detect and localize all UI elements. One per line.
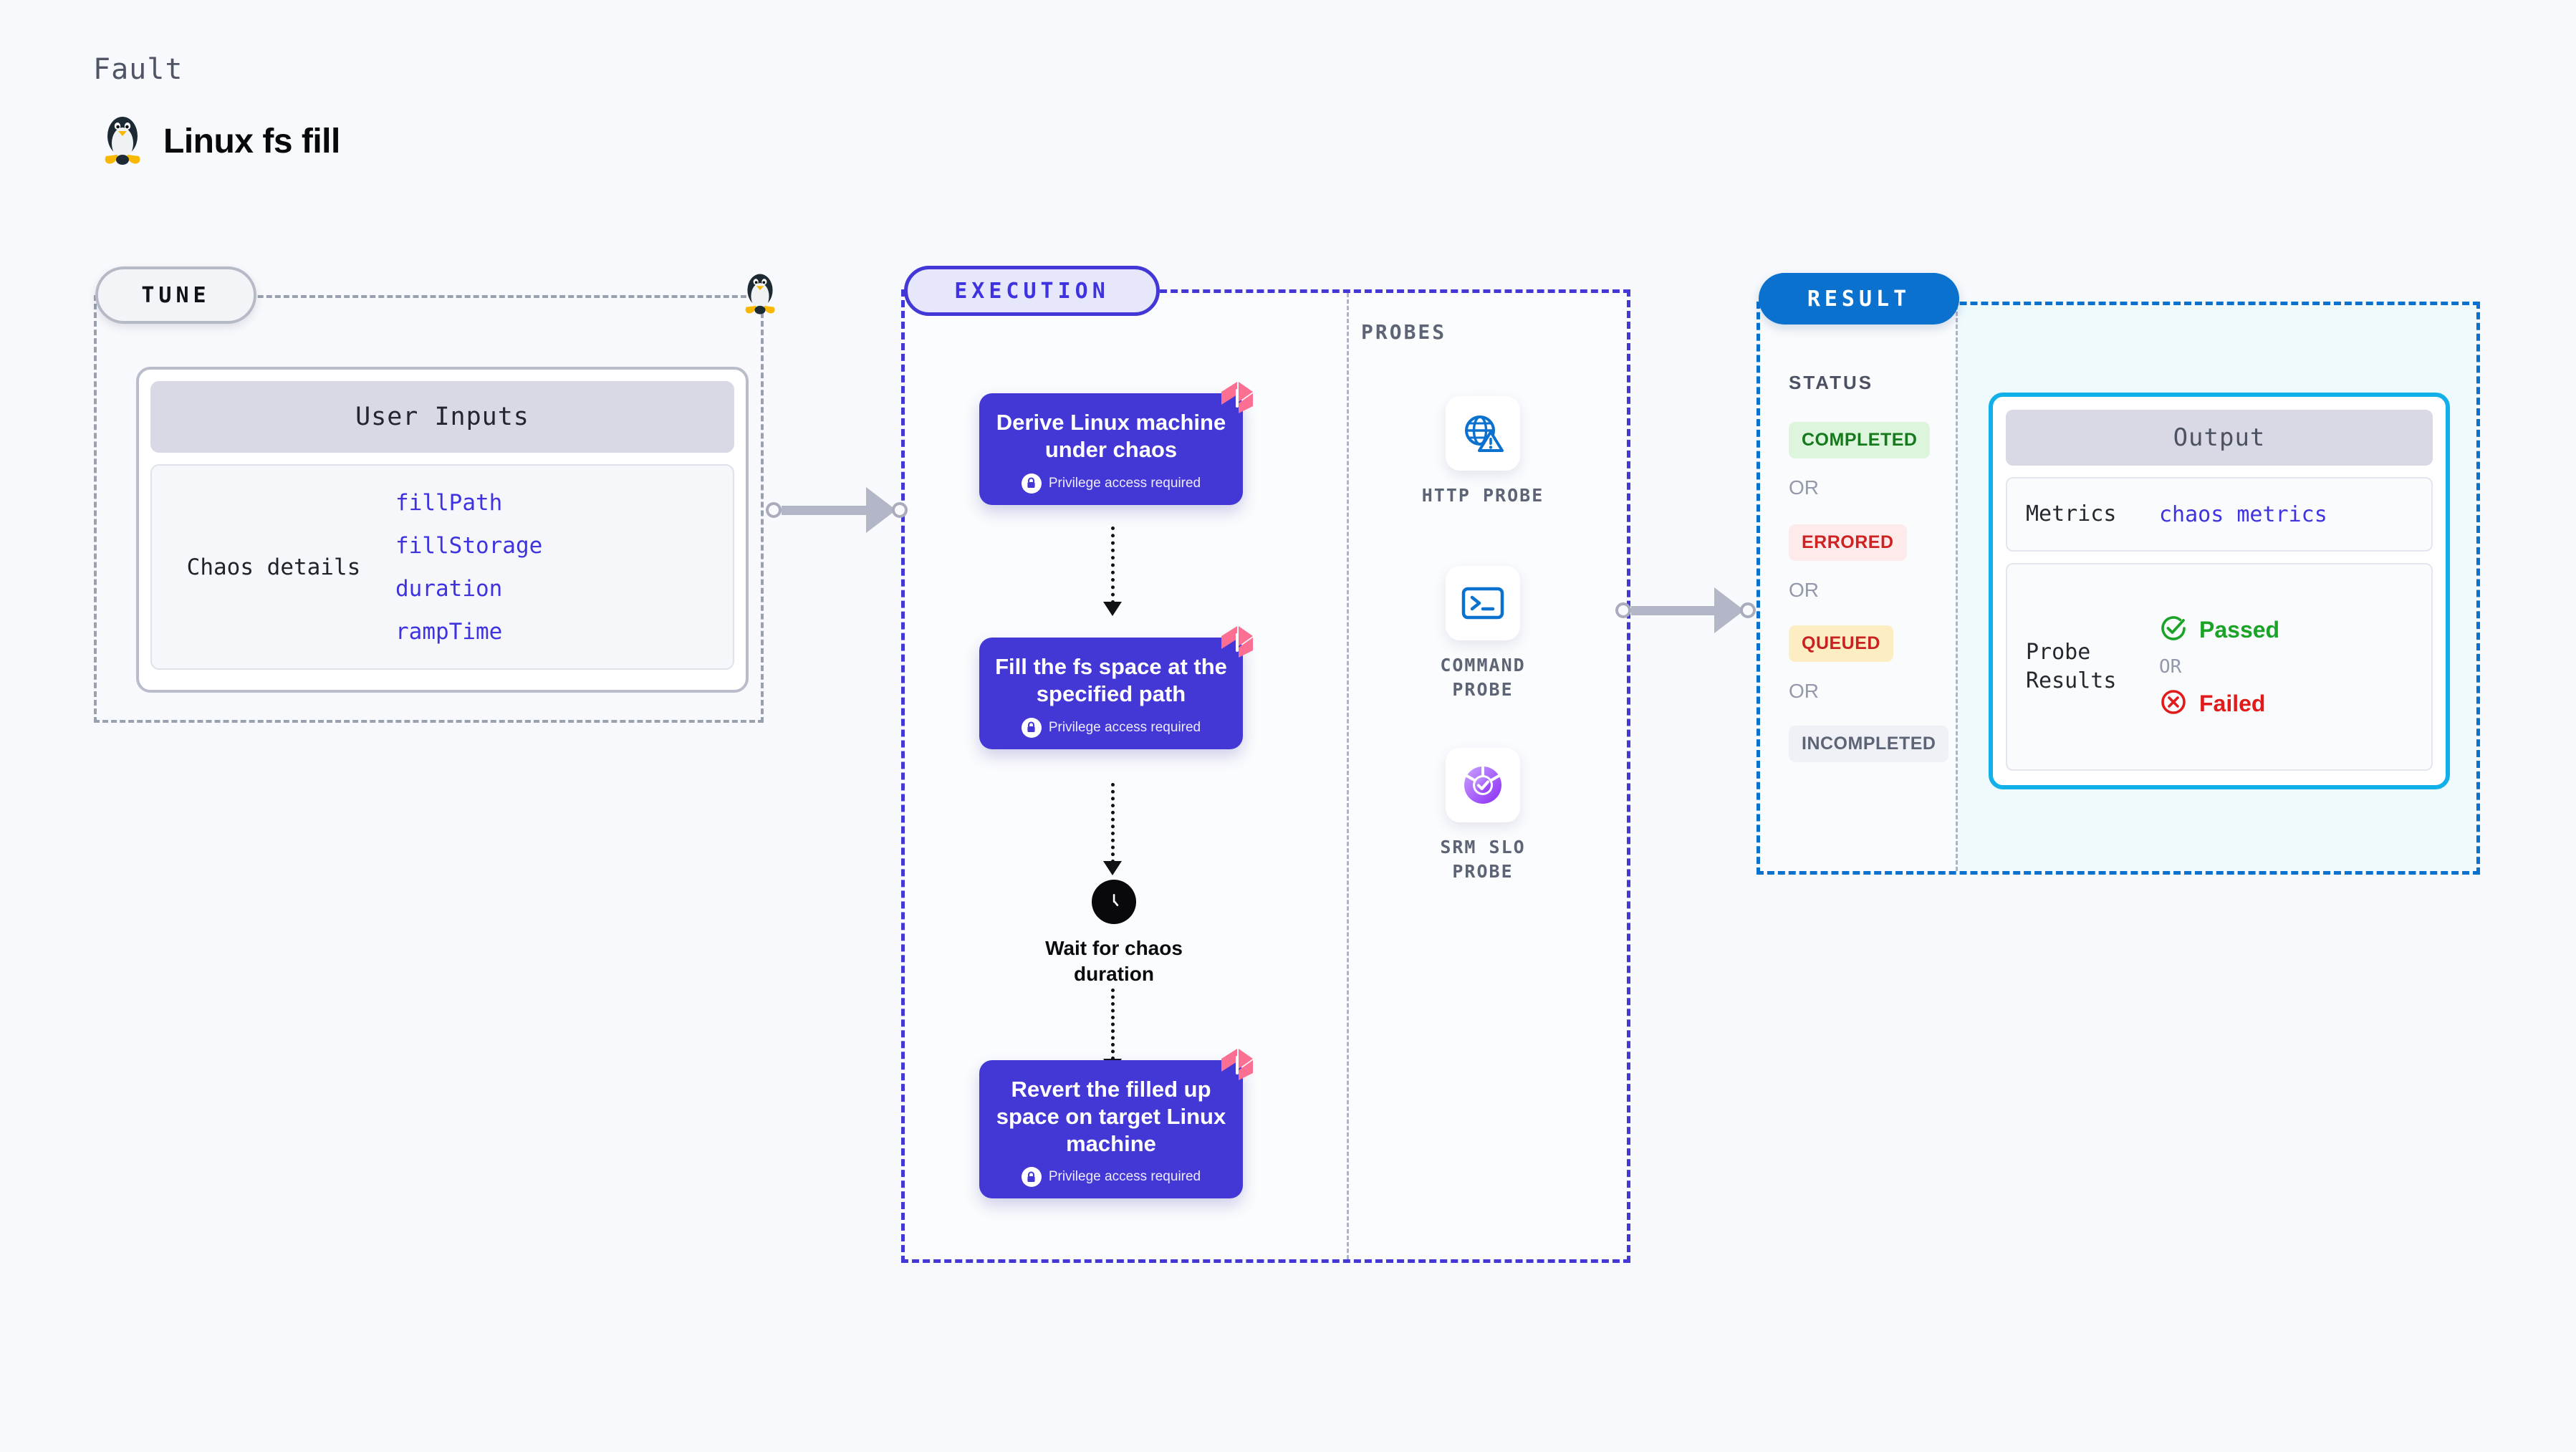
step-privilege-text: Privilege access required [1048,719,1201,735]
connector-probes-to-result [1615,587,1756,633]
connector-arrowhead [866,487,896,533]
connector-end-dot [1740,602,1756,618]
connector-arrowhead [1714,587,1744,633]
output-panel: Output Metrics chaos metrics Probe Resul… [1989,393,2450,789]
step-connector-line [1111,783,1115,863]
page-title: Linux fs fill [163,122,340,160]
status-badge-completed: COMPLETED [1789,422,1931,458]
page-title-row: Linux fs fill [100,115,340,168]
tune-linux-tux-icon [741,272,779,320]
chaos-param-ramptime[interactable]: rampTime [395,618,503,645]
step-connector-arrow [1103,861,1122,875]
step-title: Derive Linux machine under chaos [996,410,1226,462]
chaos-details-row: Chaos details fillPath fillStorage durat… [150,464,734,670]
probe-results-label: Probe Results [2026,639,2117,694]
probe-command[interactable]: COMMAND PROBE [1404,566,1562,702]
tune-stage-pill[interactable]: TUNE [95,266,256,324]
probe-verdict-failed: Failed [2159,688,2279,720]
chaos-param-fillpath[interactable]: fillPath [395,489,503,516]
linux-tux-icon [100,115,145,168]
output-probe-results-row: Probe Results Passed OR [2006,563,2433,771]
probe-http[interactable]: HTTP PROBE [1404,396,1562,508]
metrics-label: Metrics [2026,501,2117,527]
srm-slo-donut-check-icon [1446,748,1520,822]
execution-step-card[interactable]: Fill the fs space at the specified path … [979,626,1253,749]
step-connector-line [1111,527,1115,604]
probe-srm-slo[interactable]: SRM SLO PROBE [1404,748,1562,884]
probe-verdict-failed-text: Failed [2199,691,2266,716]
result-status-output-divider [1956,305,1958,871]
metrics-value[interactable]: chaos metrics [2159,501,2327,527]
chaos-details-label: Chaos details [186,554,361,580]
connector-line [782,505,868,515]
check-circle-icon [2159,614,2188,646]
output-metrics-row: Metrics chaos metrics [2006,477,2433,552]
step-privilege-text: Privilege access required [1048,1169,1201,1185]
probe-verdict-passed: Passed [2159,614,2279,646]
probe-name: COMMAND PROBE [1440,655,1526,700]
fault-eyebrow-label: Fault [93,53,183,86]
result-stage-container [1756,302,2480,875]
connector-start-dot [1615,602,1631,618]
step-privilege-note: Privilege access required [992,1167,1230,1188]
step-connector-arrow [1103,602,1122,616]
execution-step-card[interactable]: Revert the filled up space on target Lin… [979,1049,1253,1199]
status-badge-queued: QUEUED [1789,625,1893,662]
user-inputs-card: User Inputs Chaos details fillPath fillS… [136,367,749,693]
status-badge-errored: ERRORED [1789,524,1907,561]
harness-flag-icon [1220,1047,1254,1084]
execution-stage-pill[interactable]: EXECUTION [904,266,1160,316]
step-connector-line [1111,989,1115,1060]
execution-probes-divider [1347,293,1349,1259]
output-panel-header: Output [2006,410,2433,466]
lock-icon [1021,717,1042,738]
status-or-1: OR [1789,476,1819,499]
chaos-param-duration[interactable]: duration [395,575,503,602]
probe-name: SRM SLO PROBE [1440,837,1526,882]
probes-section-label: PROBES [1361,320,1447,344]
status-badge-incompleted: INCOMPLETED [1789,726,1949,762]
step-privilege-note: Privilege access required [992,717,1230,738]
step-title: Revert the filled up space on target Lin… [996,1077,1226,1156]
status-or-3: OR [1789,680,1819,702]
lock-icon [1021,1167,1042,1188]
connector-tune-to-execution [766,487,908,533]
lock-icon [1021,473,1042,494]
probe-verdict-passed-text: Passed [2199,617,2280,643]
execution-step-card[interactable]: Derive Linux machine under chaos Privile… [979,382,1253,505]
globe-warning-icon [1446,396,1520,471]
status-column-label: STATUS [1789,372,1874,393]
step-privilege-note: Privilege access required [992,473,1230,494]
harness-flag-icon [1220,380,1254,417]
step-privilege-text: Privilege access required [1048,475,1201,491]
result-status-fill [1760,305,1956,871]
status-or-2: OR [1789,579,1819,601]
chaos-param-list: fillPath fillStorage duration rampTime [395,490,542,645]
x-circle-icon [2159,688,2188,720]
connector-end-dot [892,502,908,518]
clock-icon [1092,880,1136,924]
user-inputs-header: User Inputs [150,381,734,453]
probe-name: HTTP PROBE [1421,485,1544,506]
connector-line [1631,605,1716,615]
step-title: Fill the fs space at the specified path [995,654,1227,706]
harness-flag-icon [1220,625,1254,661]
connector-start-dot [766,502,782,518]
tune-stage-container [94,295,764,723]
result-stage-pill[interactable]: RESULT [1759,273,1959,324]
chaos-param-fillstorage[interactable]: fillStorage [395,532,543,559]
probe-verdict-or: OR [2159,656,2182,678]
terminal-icon [1446,566,1520,640]
wait-step-label: Wait for chaos duration [1045,937,1183,986]
probe-verdict-list: Passed OR Failed [2159,614,2279,720]
